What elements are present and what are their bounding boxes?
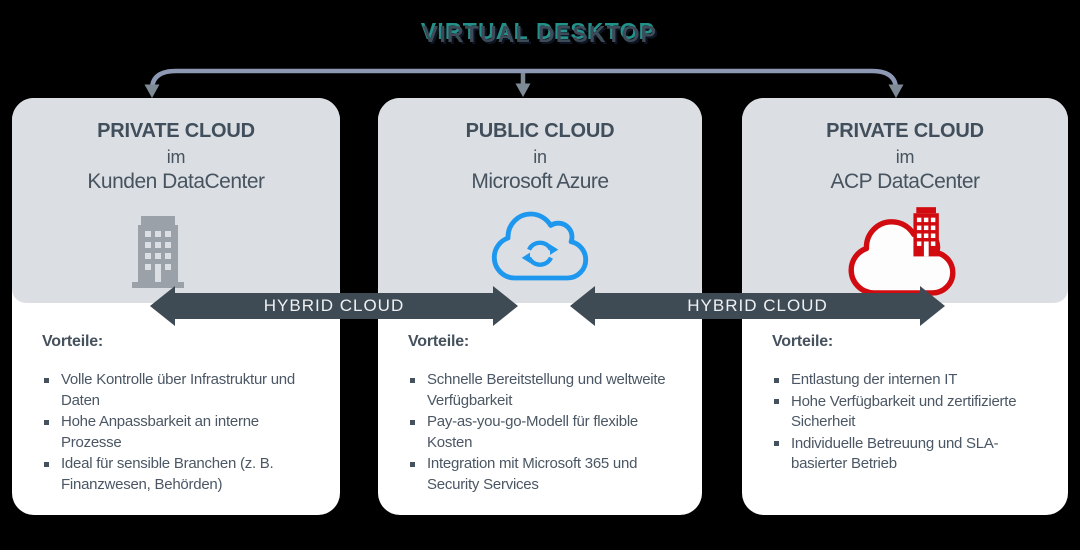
card-location: Microsoft Azure	[471, 170, 609, 193]
benefit-item: Volle Kontrolle über Infrastruktur und D…	[42, 370, 318, 411]
card-header: PRIVATE CLOUD im Kunden DataCenter	[12, 98, 340, 303]
card-preposition: in	[533, 147, 547, 167]
card-location: ACP DataCenter	[830, 170, 980, 193]
benefits-title: Vorteile:	[42, 333, 104, 350]
benefits-list: Entlastung der internen IT Hohe Verfügba…	[772, 370, 1046, 475]
arrow-right-head-icon	[920, 286, 945, 326]
arrow-right-head-icon	[493, 286, 518, 326]
benefit-item: Individuelle Betreuung und SLA-basierter…	[772, 434, 1046, 475]
hybrid-cloud-label: HYBRID CLOUD	[595, 293, 920, 319]
benefit-item: Integration mit Microsoft 365 und Securi…	[408, 454, 680, 495]
benefits-title: Vorteile:	[772, 333, 834, 350]
hybrid-cloud-arrow-left: HYBRID CLOUD	[150, 286, 518, 326]
arrow-left-head-icon	[570, 286, 595, 326]
card-header: PUBLIC CLOUD in Microsoft Azure	[378, 98, 702, 303]
benefit-item: Hohe Anpassbarkeit an interne Prozesse	[42, 412, 318, 453]
benefits-list: Volle Kontrolle über Infrastruktur und D…	[42, 370, 318, 495]
benefit-item: Entlastung der internen IT	[772, 370, 1046, 391]
card-header: PRIVATE CLOUD im ACP DataCenter	[742, 98, 1068, 303]
benefit-item: Ideal für sensible Branchen (z. B. Finan…	[42, 454, 318, 495]
bracket-arrows-icon	[144, 68, 904, 98]
card-heading: PRIVATE CLOUD	[97, 120, 255, 142]
benefits-section: Vorteile: Entlastung der internen IT Hoh…	[742, 303, 1068, 515]
card-preposition: im	[166, 147, 186, 167]
building-icon	[132, 216, 184, 288]
benefits-section: Vorteile: Schnelle Bereitstellung und we…	[378, 303, 702, 515]
benefits-title: Vorteile:	[408, 333, 470, 350]
page-title: VIRTUAL DESKTOP	[422, 21, 658, 47]
benefit-item: Schnelle Bereitstellung und weltweite Ve…	[408, 370, 680, 411]
card-public-cloud-azure: PUBLIC CLOUD in Microsoft Azure Vorteile…	[378, 98, 702, 515]
cloud-sync-icon	[491, 211, 589, 281]
card-heading: PRIVATE CLOUD	[826, 120, 984, 142]
card-heading: PUBLIC CLOUD	[465, 120, 615, 142]
card-preposition: im	[895, 147, 915, 167]
benefits-list: Schnelle Bereitstellung und weltweite Ve…	[408, 370, 680, 495]
benefits-section: Vorteile: Volle Kontrolle über Infrastru…	[12, 303, 340, 515]
hybrid-cloud-arrow-right: HYBRID CLOUD	[570, 286, 945, 326]
arrow-left-head-icon	[150, 286, 175, 326]
benefit-item: Pay-as-you-go-Modell für flexible Kosten	[408, 412, 680, 453]
benefit-item: Hohe Verfügbarkeit und zertifizierte Sic…	[772, 392, 1046, 433]
card-location: Kunden DataCenter	[87, 170, 265, 193]
cloud-building-icon	[848, 207, 956, 296]
hybrid-cloud-label: HYBRID CLOUD	[175, 293, 493, 319]
